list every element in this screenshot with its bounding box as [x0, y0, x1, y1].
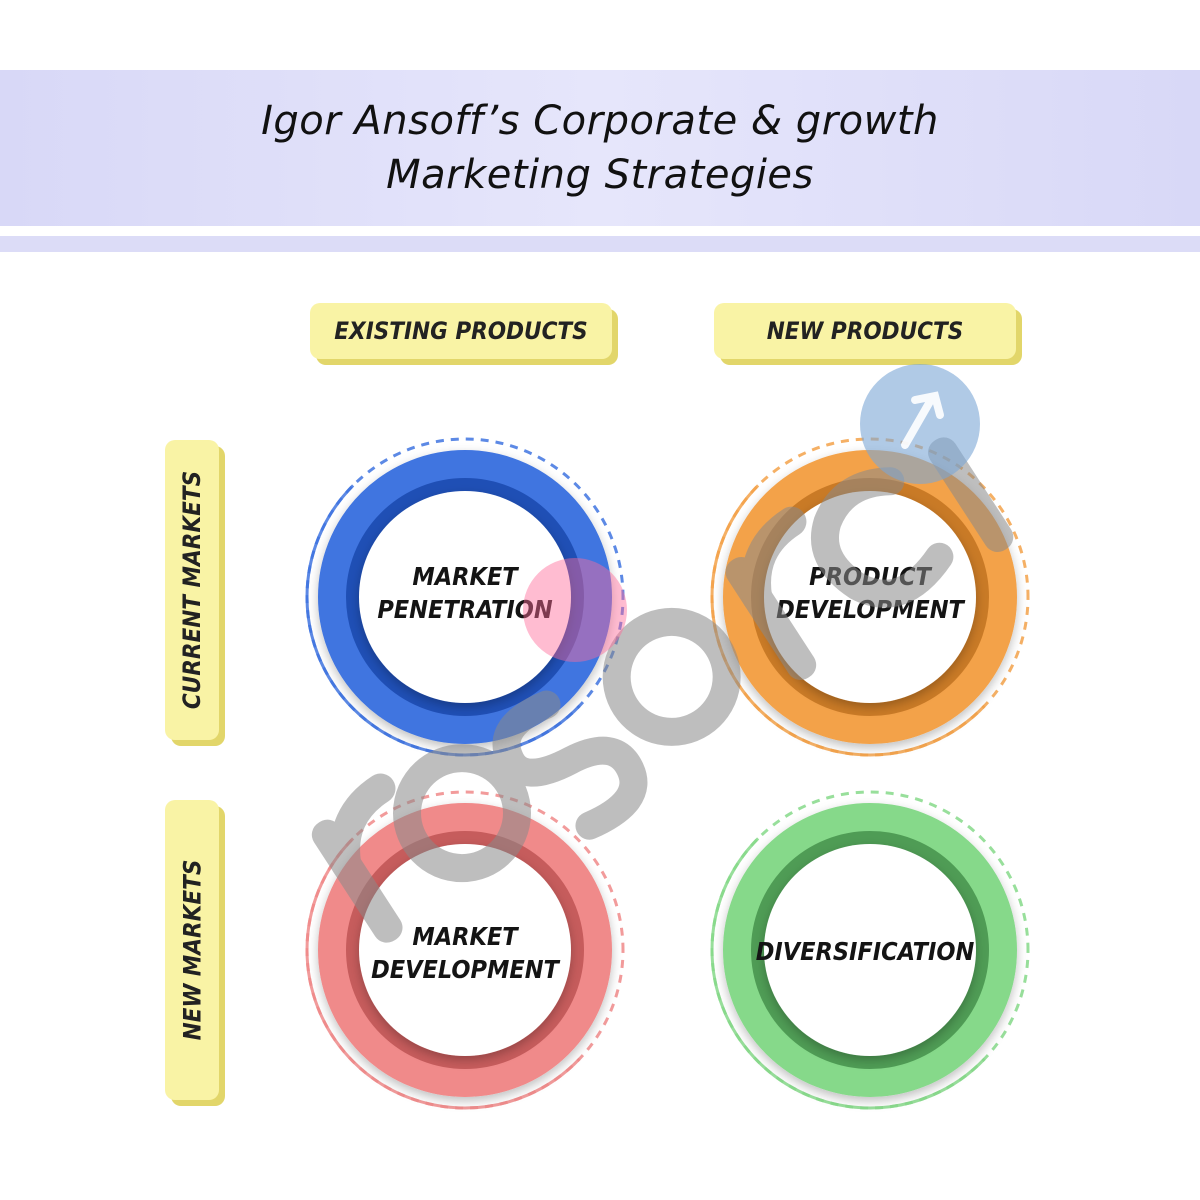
ring-market-penetration-band	[318, 450, 612, 744]
quadrant-label-line: DEVELOPMENT	[776, 595, 964, 624]
title-line-2: Marketing Strategies	[386, 152, 814, 198]
quadrant-label-line: DIVERSIFICATION	[755, 937, 975, 966]
ring-market-development-dashed-arc	[305, 790, 625, 1110]
quadrant-label-market-penetration: MARKET PENETRATION	[345, 560, 585, 626]
ring-diversification-band	[723, 803, 1017, 1097]
ring-product-development-dashed-arc	[710, 437, 1030, 757]
row-label-new-markets: NEW MARKETS	[165, 800, 219, 1100]
ring-market-penetration-inner-band	[346, 478, 584, 716]
column-label-new-products: NEW PRODUCTS	[714, 303, 1016, 359]
ring-market-penetration-dashed-arc	[305, 437, 625, 757]
ring-market-penetration-center	[359, 491, 571, 703]
title-line-1: Igor Ansoff’s Corporate & growth	[261, 98, 939, 144]
quadrant-label-diversification: DIVERSIFICATION	[745, 935, 985, 968]
column-label-text: NEW PRODUCTS	[766, 317, 964, 345]
ring-diversification-inner-band	[751, 831, 989, 1069]
header-divider	[0, 236, 1200, 252]
ring-diversification-dashed-arc	[710, 790, 1030, 1110]
quadrant-label-product-development: PRODUCT DEVELOPMENT	[750, 560, 990, 626]
row-label-current-markets: CURRENT MARKETS	[165, 440, 219, 740]
quadrant-label-line: PENETRATION	[377, 595, 553, 624]
column-label-existing-products: EXISTING PRODUCTS	[310, 303, 612, 359]
quadrant-label-line: MARKET	[412, 562, 518, 591]
quadrant-label-line: PRODUCT	[809, 562, 931, 591]
quadrant-label-line: MARKET	[412, 922, 518, 951]
ring-market-development-center	[359, 844, 571, 1056]
title-banner: Igor Ansoff’s Corporate & growth Marketi…	[0, 70, 1200, 226]
quadrant-label-market-development: MARKET DEVELOPMENT	[345, 920, 585, 986]
quadrant-label-line: DEVELOPMENT	[371, 955, 559, 984]
ring-diversification-center	[764, 844, 976, 1056]
column-label-text: EXISTING PRODUCTS	[334, 317, 588, 345]
